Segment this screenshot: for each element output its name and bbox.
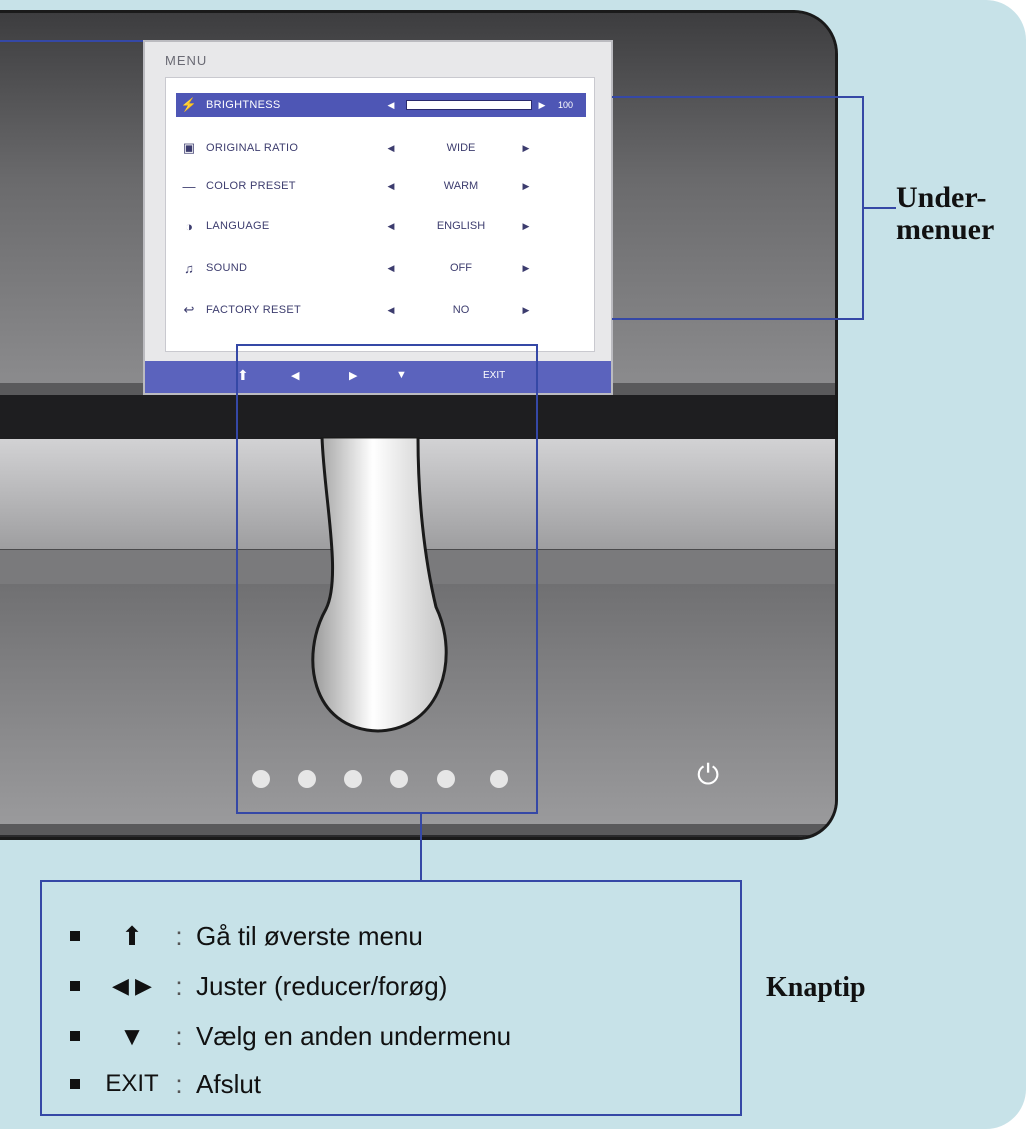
monitor: MENU ⚡ BRIGHTNESS ◀ ▶ 100 ▣ ORIGINAL RAT… xyxy=(0,10,838,840)
tip-text: Gå til øverste menu xyxy=(196,920,423,951)
language-icon: ◑ xyxy=(185,218,193,234)
menu-item-color-preset[interactable]: — COLOR PRESET ◀ WARM ▶ xyxy=(176,174,586,198)
tip-text: Afslut xyxy=(196,1068,262,1099)
menu-item-value: WARM xyxy=(443,180,479,192)
menu-item-language[interactable]: ◑ LANGUAGE ◀ ENGLISH ▶ xyxy=(176,214,586,238)
reset-icon: ↩ xyxy=(183,302,195,317)
up-arrow-icon: ⬆ xyxy=(237,367,249,383)
up-arrow-icon: ⬆ xyxy=(121,920,143,951)
bullet xyxy=(70,981,80,991)
menu-item-sound[interactable]: ♫ SOUND ◀ OFF ▶ xyxy=(176,256,586,280)
osd-button-guide-bar: ⬆ ◀ ▶ ▼ EXIT xyxy=(145,361,611,393)
left-right-arrow-icon: ◀ ▶ xyxy=(112,973,152,998)
menu-item-factory-reset[interactable]: ↩ FACTORY RESET ◀ NO ▶ xyxy=(176,298,586,322)
monitor-button-2[interactable] xyxy=(298,770,316,788)
buttons-callout-line xyxy=(420,814,422,880)
arrow-right-icon[interactable]: ▶ xyxy=(522,220,530,231)
down-arrow-icon: ▼ xyxy=(119,1020,145,1051)
tip-up: ⬆ : Gå til øverste menu xyxy=(70,916,423,956)
submenus-label: Under- menuer xyxy=(896,182,994,246)
bezel-band xyxy=(0,395,835,439)
osd-screen: MENU ⚡ BRIGHTNESS ◀ ▶ 100 ▣ ORIGINAL RAT… xyxy=(143,40,613,395)
tip-text: Vælg en anden undermenu xyxy=(196,1020,512,1051)
submenus-label-line1: Under- xyxy=(896,181,987,214)
arrow-left-icon[interactable]: ◀ xyxy=(387,180,395,191)
exit-label: EXIT xyxy=(105,1070,159,1097)
arrow-left-icon[interactable]: ◀ xyxy=(387,99,395,110)
arrow-left-icon[interactable]: ◀ xyxy=(387,220,395,231)
menu-item-value: NO xyxy=(452,304,470,316)
menu-item-value: OFF xyxy=(450,262,472,274)
tip-text: Juster (reducer/forøg) xyxy=(196,970,448,1001)
menu-item-label: FACTORY RESET xyxy=(206,304,301,316)
monitor-button-3[interactable] xyxy=(344,770,362,788)
submenus-callout-line xyxy=(864,207,896,209)
color-preset-icon: — xyxy=(182,178,196,194)
menu-item-label: LANGUAGE xyxy=(206,220,270,232)
arrow-right-icon[interactable]: ▶ xyxy=(522,262,530,273)
menu-list: ⚡ BRIGHTNESS ◀ ▶ 100 ▣ ORIGINAL RATIO ◀ … xyxy=(165,77,595,352)
brightness-slider[interactable] xyxy=(406,100,532,110)
tip-exit: EXIT : Afslut xyxy=(70,1064,261,1104)
tips-label: Knaptip xyxy=(766,972,866,1003)
buttons-callout xyxy=(236,344,538,814)
bullet xyxy=(70,931,80,941)
left-arrow-icon: ◀ xyxy=(291,370,300,382)
arrow-right-icon[interactable]: ▶ xyxy=(522,304,530,315)
menu-item-label: BRIGHTNESS xyxy=(206,99,281,111)
bullet xyxy=(70,1079,80,1089)
ratio-icon: ▣ xyxy=(182,140,196,155)
menu-item-brightness[interactable]: ⚡ BRIGHTNESS ◀ ▶ 100 xyxy=(176,93,586,117)
tip-colon: : xyxy=(175,920,183,951)
monitor-button-5[interactable] xyxy=(437,770,455,788)
tip-colon: : xyxy=(175,1020,183,1051)
menu-item-value: WIDE xyxy=(446,142,476,154)
down-arrow-icon: ▼ xyxy=(396,369,407,381)
right-arrow-icon: ▶ xyxy=(349,370,358,382)
monitor-button-4[interactable] xyxy=(390,770,408,788)
monitor-stand xyxy=(311,437,448,733)
submenus-callout xyxy=(612,96,864,320)
button-tips-box: ⬆ : Gå til øverste menu ◀ ▶ : Juster (re… xyxy=(40,880,742,1116)
menu-item-label: ORIGINAL RATIO xyxy=(206,142,299,154)
arrow-left-icon[interactable]: ◀ xyxy=(387,304,395,315)
arrow-right-icon[interactable]: ▶ xyxy=(522,180,530,191)
menu-item-label: COLOR PRESET xyxy=(206,180,296,192)
submenus-label-line2: menuer xyxy=(896,213,995,246)
bullet xyxy=(70,1031,80,1041)
menu-item-value: ENGLISH xyxy=(436,220,486,232)
music-note-icon: ♫ xyxy=(184,260,194,276)
exit-label: EXIT xyxy=(483,370,506,381)
arrow-right-icon[interactable]: ▶ xyxy=(538,99,546,110)
tip-colon: : xyxy=(175,970,183,1001)
monitor-button-1[interactable] xyxy=(252,770,270,788)
monitor-button-6[interactable] xyxy=(490,770,508,788)
arrow-left-icon[interactable]: ◀ xyxy=(387,142,395,153)
tip-adjust: ◀ ▶ : Juster (reducer/forøg) xyxy=(70,966,447,1006)
tip-colon: : xyxy=(175,1068,183,1099)
brightness-icon: ⚡ xyxy=(180,97,198,112)
menu-item-label: SOUND xyxy=(206,262,248,274)
power-icon[interactable]: ⏻ xyxy=(697,759,720,790)
menu-callout-line xyxy=(0,40,143,42)
brightness-value: 100 xyxy=(558,100,574,110)
arrow-left-icon[interactable]: ◀ xyxy=(387,262,395,273)
monitor-bottom-edge xyxy=(0,835,835,837)
menu-item-original-ratio[interactable]: ▣ ORIGINAL RATIO ◀ WIDE ▶ xyxy=(176,136,586,160)
tip-down: ▼ : Vælg en anden undermenu xyxy=(70,1016,511,1056)
arrow-right-icon[interactable]: ▶ xyxy=(522,142,530,153)
menu-title: MENU xyxy=(165,53,208,68)
